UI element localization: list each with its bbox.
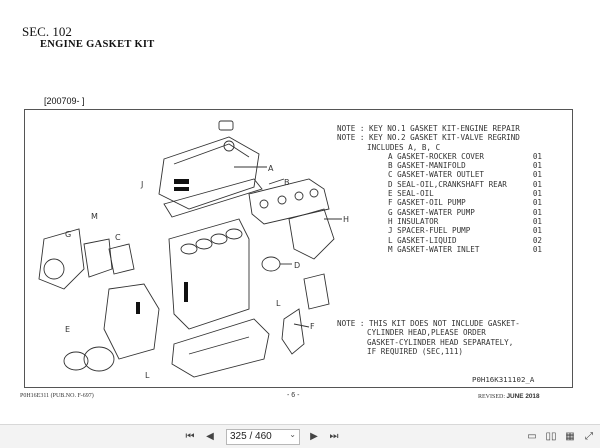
part-name: C GASKET-WATER OUTLET (388, 170, 485, 180)
footer-publication: P0H16E311 (PUB.NO. F-697) (20, 393, 94, 399)
section-number: SEC. 102 (22, 24, 72, 39)
page-number-input[interactable]: 325 / 460 ⌄ (226, 429, 300, 445)
footer-page-number: - 6 - (287, 392, 300, 399)
svg-text:J: J (140, 180, 143, 189)
grid-view-icon[interactable]: ▦ (565, 431, 575, 442)
svg-text:F: F (310, 322, 315, 331)
svg-text:L: L (145, 371, 150, 380)
part-qty: 01 (532, 170, 542, 180)
part-row: H INSULATOR 01 (337, 217, 542, 226)
part-qty: 01 (532, 216, 542, 226)
diagram-frame (24, 109, 573, 388)
diagram-code: P0H16K311102_A (472, 375, 535, 384)
note-exclusion-line-4: IF REQUIRED (SEC,111) (367, 346, 464, 356)
revised-label: REVISED: (478, 394, 505, 400)
part-row: G GASKET-WATER PUMP 01 (337, 208, 542, 217)
part-name: E SEAL-OIL (388, 189, 434, 199)
part-name: M GASKET-WATER INLET (388, 244, 480, 254)
part-row: J SPACER-FUEL PUMP 01 (337, 226, 542, 235)
viewer-toolbar: ⏮ ◀ 325 / 460 ⌄ ▶ ⏭ ▭ ▯▯ ▦ ⤢ (0, 424, 600, 448)
part-row: E SEAL-OIL 01 (337, 189, 542, 198)
page-title: ENGINE GASKET KIT (40, 39, 155, 50)
note-includes: INCLUDES A, B, C (367, 142, 441, 152)
fullscreen-icon[interactable]: ⤢ (585, 431, 593, 442)
part-name: B GASKET-MANIFOLD (388, 161, 466, 171)
part-qty: 01 (532, 189, 542, 199)
part-qty: 01 (532, 151, 542, 161)
note-exclusion-line-2: CYLINDER HEAD,PLEASE ORDER (367, 328, 486, 338)
note-engine-repair: NOTE : KEY NO.1 GASKET KIT-ENGINE REPAIR (337, 124, 520, 133)
page-number-value: 325 / 460 (230, 431, 272, 442)
part-row: F GASKET-OIL PUMP 01 (337, 198, 542, 207)
note-exclusion: NOTE : THIS KIT DOES NOT INCLUDE GASKET-… (337, 319, 520, 356)
first-page-icon[interactable]: ⏮ (185, 431, 195, 442)
svg-text:H: H (343, 215, 349, 224)
part-row: M GASKET-WATER INLET 01 (337, 245, 542, 254)
part-row: A GASKET-ROCKER COVER 01 (337, 152, 542, 161)
prev-page-icon[interactable]: ◀ (206, 431, 214, 442)
part-qty: 01 (532, 179, 542, 189)
next-page-icon[interactable]: ▶ (310, 431, 318, 442)
note-exclusion-line-1: NOTE : THIS KIT DOES NOT INCLUDE GASKET- (337, 319, 520, 328)
svg-text:B: B (284, 178, 290, 187)
part-name: J SPACER-FUEL PUMP (388, 226, 471, 236)
two-page-view-icon[interactable]: ▯▯ (545, 431, 557, 442)
part-name: D SEAL-OIL,CRANKSHAFT REAR (388, 179, 507, 189)
date-range: [200709- ] (44, 96, 85, 106)
part-qty: 01 (532, 161, 542, 171)
svg-text:G: G (65, 230, 71, 239)
svg-text:D: D (294, 261, 300, 270)
part-name: G GASKET-WATER PUMP (388, 207, 475, 217)
part-row: D SEAL-OIL,CRANKSHAFT REAR 01 (337, 180, 542, 189)
svg-text:A: A (268, 164, 274, 173)
part-row: B GASKET-MANIFOLD 01 (337, 161, 542, 170)
part-name: L GASKET-LIQUID (388, 235, 457, 245)
svg-text:M: M (91, 212, 98, 221)
footer-revised: REVISED: JUNE 2018 (478, 393, 540, 400)
exploded-diagram: A B C D E F G H J L M L (38, 120, 349, 380)
single-page-view-icon[interactable]: ▭ (527, 431, 537, 442)
part-qty: 01 (532, 207, 542, 217)
part-name: A GASKET-ROCKER COVER (388, 151, 485, 161)
note-exclusion-line-3: GASKET-CYLINDER HEAD SEPARATELY, (367, 337, 514, 347)
notes-block: NOTE : KEY NO.1 GASKET KIT-ENGINE REPAIR… (337, 124, 542, 254)
part-qty: 01 (532, 244, 542, 254)
part-qty: 02 (532, 235, 542, 245)
revised-date: JUNE 2018 (506, 393, 540, 400)
note-valve-regrind: NOTE : KEY NO.2 GASKET KIT-VALVE REGRIND (337, 133, 520, 143)
part-row: L GASKET-LIQUID 02 (337, 236, 542, 245)
document-page: SEC. 102 ENGINE GASKET KIT [200709- ] (20, 24, 573, 400)
part-name: F GASKET-OIL PUMP (388, 198, 466, 208)
last-page-icon[interactable]: ⏭ (329, 431, 339, 442)
part-row: C GASKET-WATER OUTLET 01 (337, 170, 542, 179)
part-qty: 01 (532, 226, 542, 236)
chevron-down-icon: ⌄ (289, 430, 296, 439)
svg-text:E: E (65, 325, 70, 334)
svg-text:L: L (276, 299, 281, 308)
part-name: H INSULATOR (388, 216, 439, 226)
part-qty: 01 (532, 198, 542, 208)
svg-text:C: C (115, 233, 121, 242)
